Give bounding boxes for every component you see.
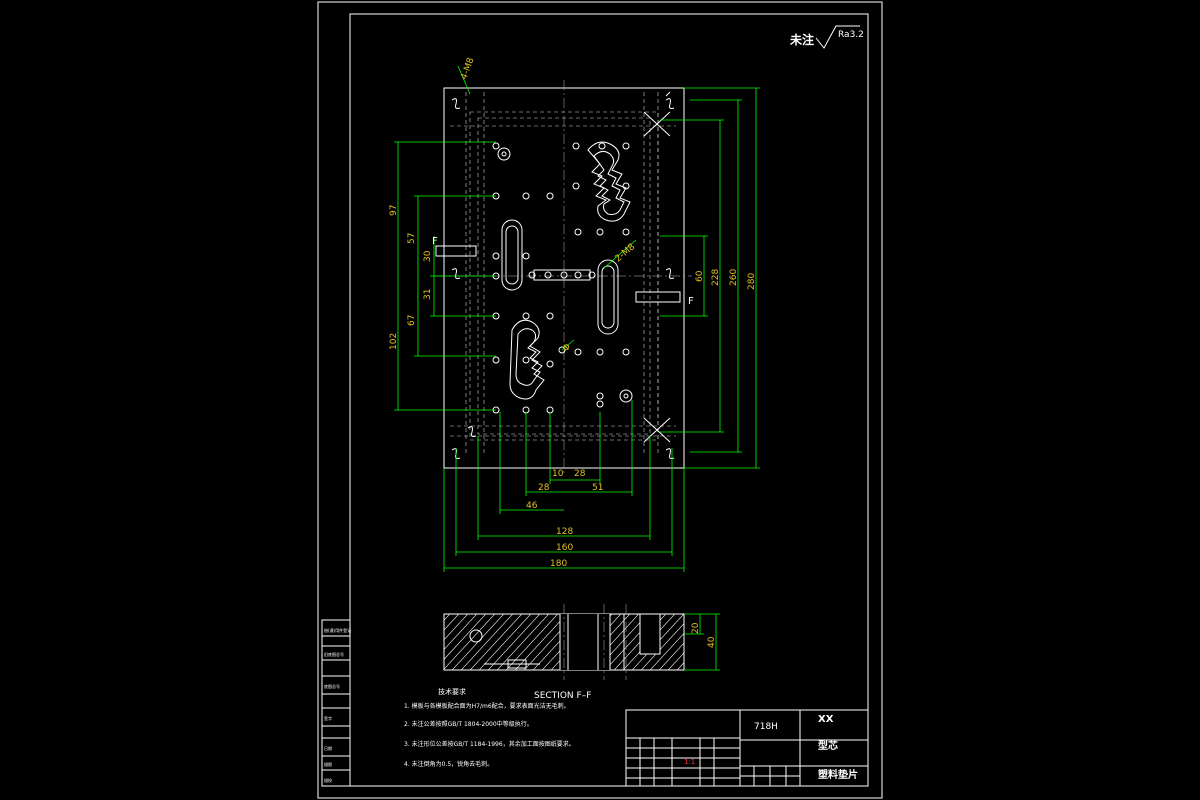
dim-28-bottom: 28 [538,483,550,493]
hatch-line [487,614,541,670]
plate-plan-view [435,80,692,476]
dim-57: 57 [407,233,417,244]
revision-stamp: 1:1 [684,758,695,766]
hatch-line [713,604,783,680]
roughness-value: Ra3.2 [838,30,864,40]
hatch-line [444,614,451,621]
dim-phi: Φ [561,342,573,354]
title-block: 718H XX 型芯 塑料垫片 1:1 [625,709,869,787]
hatch-line [676,662,684,670]
note-4: 4. 未注倒角为0.5，锐角去毛刺。 [404,760,493,768]
dim-67: 67 [407,315,417,326]
strip-label-1: 借(通)用件登记 [324,627,351,633]
strip-label-3: 底图总号 [324,683,340,689]
hatch-line [478,614,532,670]
technical-notes: 技术要求 1. 模板与各模板配合面为H7/m6配合，要求表面光洁无毛刺。 2. … [404,687,575,768]
hatch-line [658,642,684,670]
hatch-line [496,614,550,670]
strip-label-4: 签字 [324,715,332,721]
outer-border [317,1,883,799]
dim-180: 180 [550,559,567,569]
hatch-line [444,614,460,631]
dim-51: 51 [592,483,603,493]
dim-section-20: 20 [691,622,701,634]
dim-228: 228 [711,269,721,286]
surface-note-text: 未注 [789,32,814,47]
hatch-line [444,614,478,651]
dim-260: 260 [729,269,739,286]
dim-128: 128 [556,527,573,537]
dim-97: 97 [389,205,399,216]
note-1: 1. 模板与各模板配合面为H7/m6配合，要求表面光洁无毛刺。 [404,702,570,710]
hatch-line [695,604,765,680]
left-strip-table: 借(通)用件登记 旧底图总号 底图总号 签字 日期 描图 描校 [321,619,351,787]
hatch-line [444,614,469,641]
section-marker-left: F [432,236,438,247]
note-2: 2. 未注公差按照GB/T 1804-2000中等级执行。 [404,720,533,728]
note-3: 3. 未注形位公差按GB/T 1184-1996，其余加工面按图纸要求。 [404,740,575,748]
hatch-line [667,652,684,670]
hatch-line [686,604,756,680]
dim-28-top: 28 [574,469,586,479]
dim-160: 160 [556,543,573,553]
hatch-line [380,604,450,680]
hatch-line [649,632,684,670]
hatch-line [444,614,496,670]
surface-finish-note: 未注 Ra3.2 [789,25,864,49]
dim-60: 60 [695,270,705,282]
dim-102: 102 [389,333,399,350]
drawing-name-text: 塑料垫片 [818,768,858,781]
hatch-line [505,614,559,670]
dim-section-40: 40 [707,636,717,648]
dim-280: 280 [747,273,757,290]
notes-title: 技术要求 [438,687,466,696]
dim-30: 30 [423,250,433,262]
dimension-lines [394,65,760,572]
strip-label-7: 描校 [324,777,332,783]
strip-label-5: 日期 [324,745,332,751]
dim-holes-4: 4-M8 [459,56,476,81]
hatch-line [640,623,684,670]
dim-10: 10 [552,469,564,479]
dim-31: 31 [423,289,433,300]
hatch-line [469,614,523,670]
section-label: SECTION F–F [534,691,591,701]
hatch-line [444,614,487,660]
dim-holes-2: 2-M8 [614,242,638,264]
section-view: 20 40 SECTION F–F [380,604,783,701]
section-marker-right: F [688,296,694,307]
material-text: 718H [754,722,778,732]
dim-46: 46 [526,501,538,511]
company-text: XX [818,714,834,725]
strip-label-2: 旧底图总号 [324,651,344,657]
part-name-text: 型芯 [818,739,838,752]
hatch-line [460,614,514,670]
strip-label-6: 描图 [324,761,332,767]
inner-border [349,13,869,787]
